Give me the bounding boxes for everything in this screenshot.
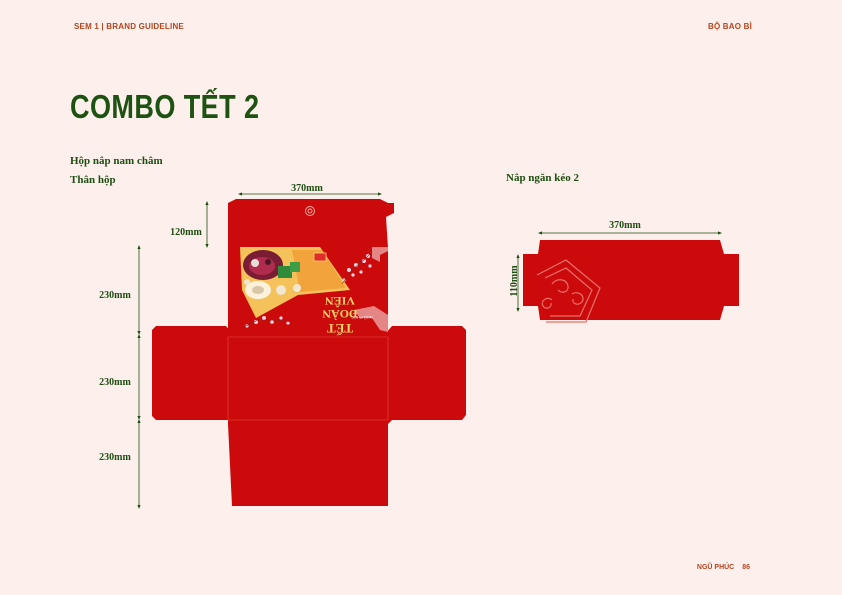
drawer-height-dimension: 110mm <box>509 265 520 297</box>
box-flap-dimension: 120mm <box>170 227 202 238</box>
box-top-flap <box>228 199 394 248</box>
box-dimensions <box>137 192 382 509</box>
cloud-pattern-icon <box>536 259 601 323</box>
fold-lines <box>227 336 389 421</box>
box-body-label: Thân hộp <box>70 174 116 186</box>
drawer-lid-label: Nắp ngăn kéo 2 <box>506 172 580 184</box>
header-left: SEM 1 | BRAND GUIDELINE <box>74 22 184 31</box>
box-height-2-dimension: 230mm <box>99 377 131 388</box>
drawer-lid-dieline <box>523 240 739 323</box>
box-middle-band <box>152 326 466 506</box>
art-mark: NGŨ PHÚC <box>351 315 372 320</box>
page-title: COMBO TẾT 2 <box>70 88 260 125</box>
drawer-dimensions <box>516 231 722 312</box>
drawer-width-dimension: 370mm <box>609 220 641 231</box>
art-line-3: VIÊN <box>325 294 355 308</box>
box-height-3-dimension: 230mm <box>99 452 131 463</box>
page-number: 86 <box>742 564 750 571</box>
box-dieline <box>152 199 466 506</box>
box-width-dimension: 370mm <box>291 183 323 194</box>
art-line-2: ĐOÀN <box>322 307 358 321</box>
header-right: BỘ BAO BÌ <box>707 22 752 31</box>
box-lid-label: Hộp nắp nam châm <box>70 155 163 167</box>
tet-artwork: TẾT ĐOÀN VIÊN NGŨ PHÚC <box>240 247 388 336</box>
art-line-1: TẾT <box>327 321 353 336</box>
footer: NGŨ PHÚC 86 <box>691 564 750 571</box>
footer-brand: NGŨ PHÚC <box>696 564 735 571</box>
box-height-1-dimension: 230mm <box>99 290 131 301</box>
flower-logo-icon <box>305 206 315 216</box>
